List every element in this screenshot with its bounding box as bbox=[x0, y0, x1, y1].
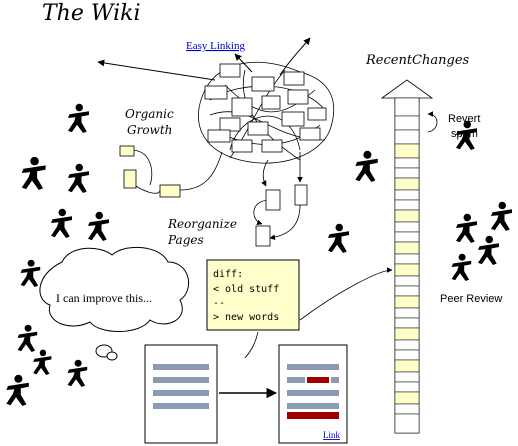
cloud-pages bbox=[204, 63, 327, 153]
pages-label: Pages bbox=[167, 233, 204, 247]
person-icon bbox=[491, 201, 512, 231]
growth-pages bbox=[119, 145, 223, 198]
diff-line: < old stuff bbox=[213, 284, 279, 295]
person-icon bbox=[51, 208, 72, 238]
person-icon bbox=[328, 223, 349, 253]
diff-to-changes-arrow bbox=[299, 267, 393, 321]
reorganize-label: Reorganize bbox=[167, 217, 237, 231]
thought-bubble bbox=[39, 246, 189, 361]
person-icon bbox=[21, 156, 46, 190]
diff-pointer bbox=[244, 331, 259, 359]
person-icon bbox=[6, 374, 29, 406]
edited-page bbox=[278, 344, 348, 444]
person-icon bbox=[88, 211, 109, 241]
person-icon bbox=[355, 150, 378, 182]
original-page bbox=[144, 344, 218, 444]
person-icon bbox=[33, 349, 52, 375]
peer-review-label: Peer Review bbox=[440, 293, 502, 305]
recent-changes-column bbox=[380, 79, 434, 434]
reorganize-pages bbox=[253, 151, 308, 247]
recent-changes-label: RecentChanges bbox=[365, 53, 470, 68]
growth-label: Growth bbox=[127, 123, 172, 137]
person-icon bbox=[68, 163, 89, 193]
revert-arrow bbox=[427, 111, 438, 133]
easy-linking-label[interactable]: Easy Linking bbox=[186, 40, 245, 52]
person-icon bbox=[17, 324, 38, 352]
person-icon bbox=[451, 253, 472, 281]
person-icon bbox=[20, 259, 41, 287]
diff-box: diff: < old stuff -- > new words bbox=[206, 259, 300, 331]
diff-line: > new words bbox=[213, 312, 279, 323]
page-title: The Wiki bbox=[42, 1, 140, 26]
thought-text: I can improve this... bbox=[56, 291, 152, 305]
diff-line: diff: bbox=[213, 269, 243, 280]
change-rows bbox=[394, 97, 420, 434]
revert-label: Revert bbox=[448, 113, 480, 125]
organic-label: Organic bbox=[125, 107, 174, 121]
person-icon bbox=[67, 359, 88, 387]
page-link[interactable]: Link bbox=[323, 430, 340, 440]
person-icon bbox=[68, 103, 89, 133]
person-icon bbox=[456, 213, 477, 243]
diff-line: -- bbox=[213, 298, 225, 309]
person-icon bbox=[478, 235, 499, 265]
